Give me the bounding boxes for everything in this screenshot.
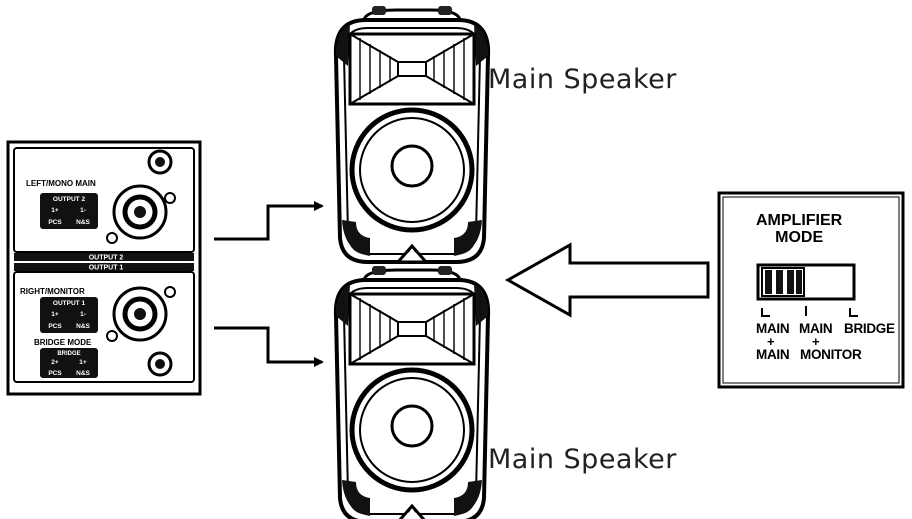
output-1-cell: 1-	[80, 311, 86, 318]
bridge-cell: N&S	[76, 370, 90, 377]
output-2-cell: 1-	[80, 207, 86, 214]
bridge-cell: 2+	[51, 359, 59, 366]
output-2-band: OUTPUT 2	[89, 255, 124, 262]
output-1-cell: PCS	[48, 323, 62, 330]
bottom-speaker	[336, 266, 488, 519]
amplifier-mode-title-line2: MODE	[775, 229, 824, 246]
output-1-band: OUTPUT 1	[89, 265, 124, 272]
mode-label-main-2: MAIN	[756, 347, 790, 362]
speakon-connector-icon	[106, 184, 176, 244]
right-monitor-label: RIGHT/MONITOR	[20, 287, 85, 296]
output-1-to-bottom-speaker-arrow	[214, 326, 324, 367]
top-speaker-label: Main Speaker	[488, 64, 677, 95]
jack-icon	[147, 149, 173, 175]
mode-label-main-3: MAIN	[799, 321, 833, 336]
output-1-cell: N&S	[76, 323, 90, 330]
bottom-speaker-label: Main Speaker	[488, 444, 677, 475]
jack-icon	[147, 351, 173, 377]
output-2-cell: 1+	[51, 207, 59, 214]
mode-label-bridge: BRIDGE	[844, 321, 895, 336]
bridge-cell: 1+	[79, 359, 87, 366]
output-1-cell: 1+	[51, 311, 59, 318]
output-1-block-header: OUTPUT 1	[53, 300, 86, 307]
amplifier-mode-title: AMPLIFIER MODE	[756, 212, 842, 246]
amplifier-output-panel: OUTPUT 2 OUTPUT 1 LEFT/MONO MAIN RIGHT/M…	[6, 140, 202, 396]
output-2-block-header: OUTPUT 2	[53, 196, 86, 203]
output-2-to-top-speaker-arrow	[214, 201, 324, 241]
bridge-block-header: BRIDGE	[57, 351, 80, 357]
amplifier-mode-title-line1: AMPLIFIER	[756, 212, 843, 229]
speakon-connector-icon	[106, 286, 176, 342]
output-2-cell: N&S	[76, 219, 90, 226]
bridge-cell: PCS	[48, 370, 62, 377]
mode-plus-icon: +	[767, 334, 775, 349]
left-mono-main-label: LEFT/MONO MAIN	[26, 179, 96, 188]
mode-pointer-arrow	[504, 242, 710, 318]
top-speaker	[336, 6, 488, 262]
output-2-cell: PCS	[48, 219, 62, 226]
bridge-mode-label: BRIDGE MODE	[34, 338, 92, 347]
mode-plus-icon-2: +	[812, 334, 820, 349]
amplifier-mode-switch	[756, 263, 858, 317]
mode-label-monitor: MONITOR	[800, 347, 862, 362]
mode-label-main: MAIN	[756, 321, 790, 336]
